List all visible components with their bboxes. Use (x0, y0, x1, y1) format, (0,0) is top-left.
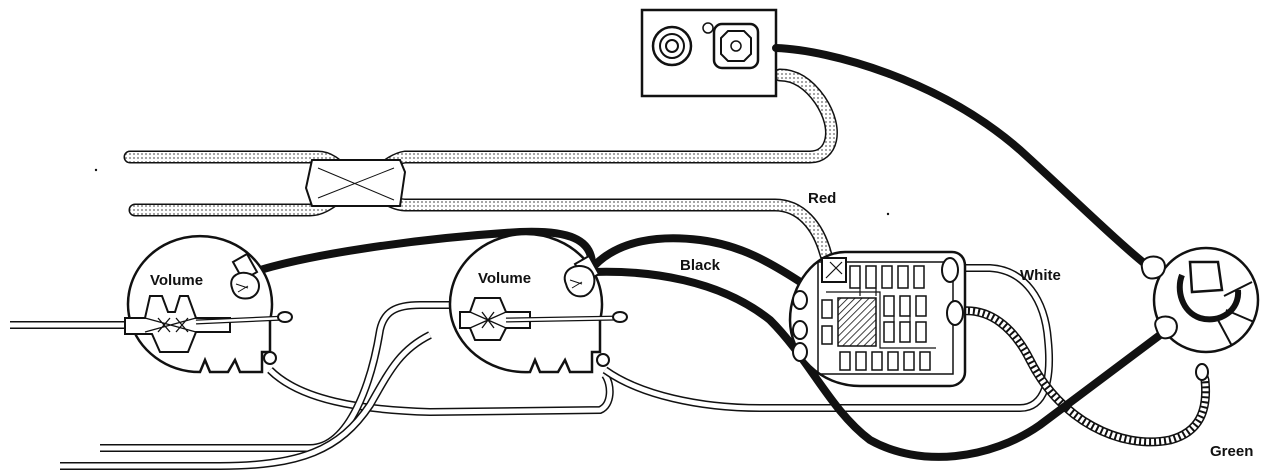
volume-pot-left: Volume (124, 234, 293, 374)
preamp-board (788, 250, 967, 388)
stray-dot (94, 168, 98, 172)
stereo-switch (1140, 246, 1260, 381)
black-wire-label: Black (680, 257, 721, 274)
stray-dot (886, 212, 890, 216)
thin-wires (10, 264, 1211, 470)
black-wires (241, 44, 1164, 461)
shielded-cables (123, 68, 838, 262)
volume-left-label: Volume (150, 272, 203, 289)
green-wire-label: Green (1210, 443, 1253, 460)
wire-labels: Red Black White Green (680, 190, 1253, 460)
red-wire-label: Red (808, 190, 836, 207)
volume-pot-right: Volume (448, 232, 628, 374)
white-wire-label: White (1020, 267, 1061, 284)
output-jack-plate (640, 8, 778, 98)
volume-right-label: Volume (478, 270, 531, 287)
